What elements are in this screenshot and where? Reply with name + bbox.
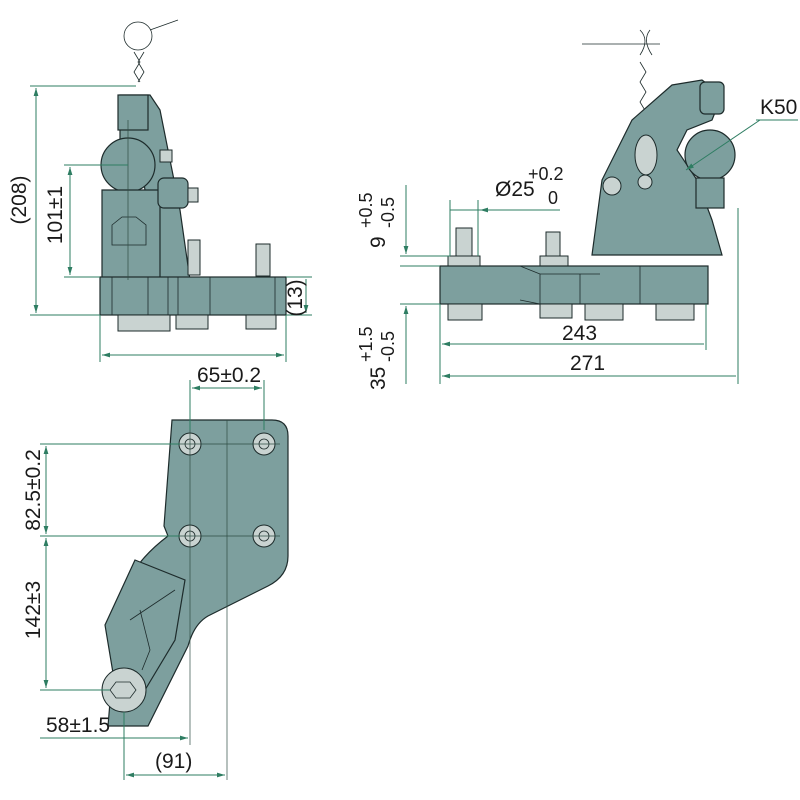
side-view: K50 Ø25 +0.2 0 9 +0.5 -0.5 35 +1.5 -0.5 … — [356, 29, 798, 390]
dim-width: (91) — [155, 750, 192, 773]
dim-ball-offset-x: 58±1.5 — [46, 714, 110, 737]
top-view: 65±0.2 82.5±0.2 142±3 58±1.5 (91) — [22, 364, 289, 780]
dim-plate-height-tol-lower: -0.5 — [378, 331, 398, 362]
front-view: (208) 101±1 (13) — [8, 19, 312, 362]
ball-neck — [101, 189, 161, 279]
dim-plate-height: 35 — [367, 367, 390, 390]
base-plate — [99, 276, 287, 316]
dim-hole-distance: 243 — [562, 322, 597, 345]
dim-pin-height: 9 — [367, 236, 390, 248]
ring-pin-icon — [123, 19, 179, 83]
dim-overall-height: (208) — [8, 175, 31, 224]
dim-pin-height-tol-upper: +0.5 — [356, 192, 376, 228]
k50-ball — [684, 129, 736, 181]
dim-hole-spacing-x: 65±0.2 — [197, 364, 261, 387]
dim-ball-offset-y: 142±3 — [22, 581, 45, 639]
dim-plate-height-tol-upper: +1.5 — [356, 326, 376, 362]
side-base-plate — [439, 265, 709, 305]
dim-hole-spacing-y: 82.5±0.2 — [22, 449, 45, 531]
coupling-body — [591, 79, 723, 256]
dim-plate-thickness: (13) — [284, 279, 307, 316]
ball-size-label: K50 — [760, 96, 797, 119]
dim-pin-diameter: Ø25 — [495, 178, 535, 201]
dim-pin-tol-upper: +0.2 — [528, 164, 564, 184]
dim-ball-height: 101±1 — [44, 186, 67, 244]
dim-pin-tol-lower: 0 — [548, 188, 558, 208]
latch-head — [117, 94, 149, 131]
dim-pin-height-tol-lower: -0.5 — [378, 197, 398, 228]
dim-overall-length: 271 — [570, 352, 605, 375]
